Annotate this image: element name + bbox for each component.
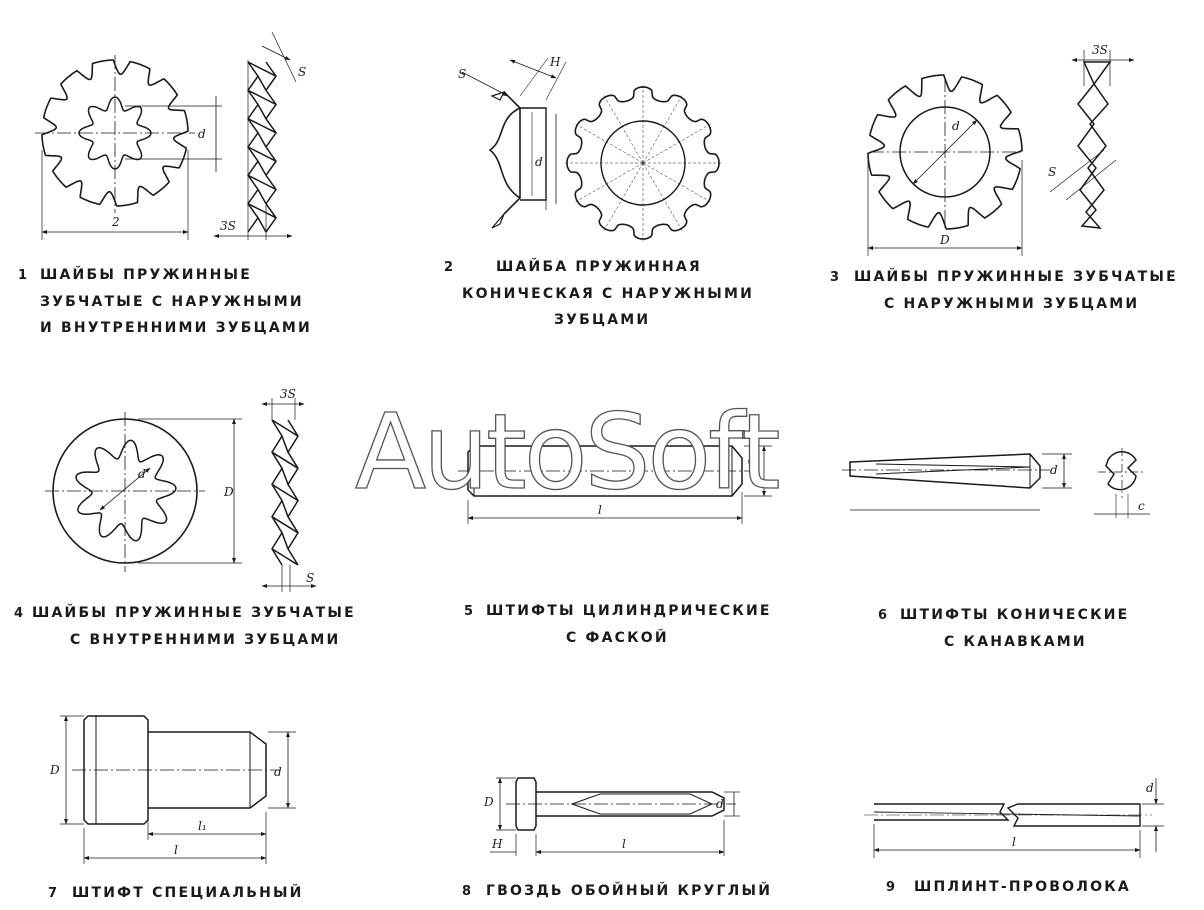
figure-number: 3 [830, 270, 840, 285]
dim-label: S [1048, 165, 1056, 179]
dim-label: 2 [111, 215, 120, 229]
caption-line: КОНИЧЕСКАЯ С НАРУЖНЫМИ [462, 286, 755, 302]
figure-number: 4 [14, 606, 24, 621]
caption-line: ШАЙБЫ ПРУЖИННЫЕ ЗУБЧАТЫЕ [854, 269, 1178, 285]
caption-figure-1: 1 ШАЙБЫ ПРУЖИННЫЕ ЗУБЧАТЫЕ С НАРУЖНЫМИ И … [18, 262, 312, 341]
dim-label: D [223, 485, 234, 499]
figure-number: 1 [18, 268, 28, 283]
figure-number: 6 [878, 608, 888, 623]
caption-line: И ВНУТРЕННИМИ ЗУБЦАМИ [40, 320, 312, 336]
caption-line: ШПЛИНТ-ПРОВОЛОКА [914, 879, 1131, 895]
caption-figure-9: 9 ШПЛИНТ-ПРОВОЛОКА [886, 874, 1131, 901]
figure-number: 9 [886, 880, 896, 895]
center-ray [642, 162, 684, 233]
figure-2-conical-washer-section [461, 57, 567, 229]
dim-label: l [1012, 835, 1016, 849]
caption-line: ШТИФТЫ КОНИЧЕСКИЕ [900, 607, 1130, 623]
figure-2-conical-washer-front [563, 83, 723, 243]
figure-4-washer-front [45, 412, 242, 572]
dim-label: 3S [1092, 43, 1108, 57]
figure-9-split-pin-wire [864, 778, 1164, 858]
caption-figure-7: 7 ШТИФТ СПЕЦИАЛЬНЫЙ [48, 880, 304, 907]
dim-label: D [49, 763, 60, 777]
figure-number: 8 [462, 884, 472, 899]
dim-label: S [298, 65, 306, 79]
caption-line: ГВОЗДЬ ОБОЙНЫЙ КРУГЛЫЙ [486, 883, 773, 899]
figure-8-upholstery-nail [490, 777, 740, 856]
caption-line: С ФАСКОЙ [566, 630, 669, 646]
dim-label: 3S [280, 387, 296, 401]
caption-figure-6: 6 ШТИФТЫ КОНИЧЕСКИЕ С КАНАВКАМИ [878, 602, 1129, 655]
center-ray [573, 122, 644, 164]
figure-6-pin-cross-section [1094, 448, 1150, 518]
caption-line: ШАЙБА ПРУЖИННАЯ [496, 259, 702, 275]
watermark: AutoSoft [354, 391, 781, 513]
figure-5-cylindrical-pin [458, 445, 772, 524]
center-ray [642, 93, 684, 164]
dim-label: H [549, 55, 561, 69]
dim-label: 3S [220, 219, 236, 233]
dim-label: S [306, 571, 314, 585]
figure-3-washer-section [1049, 50, 1135, 229]
caption-line: ШАЙБЫ ПРУЖИННЫЕ ЗУБЧАТЫЕ [32, 605, 356, 621]
caption-line: ШТИФТ СПЕЦИАЛЬНЫЙ [72, 885, 304, 901]
caption-line: С НАРУЖНЫМИ ЗУБЦАМИ [884, 296, 1140, 312]
dim-label: d [952, 119, 960, 133]
dim-label: l [622, 837, 626, 851]
figure-number: 5 [464, 604, 474, 619]
dim-label: d [535, 155, 543, 169]
center-ray [602, 93, 644, 164]
center-ray [602, 162, 644, 233]
caption-figure-3: 3 ШАЙБЫ ПРУЖИННЫЕ ЗУБЧАТЫЕ С НАРУЖНЫМИ ЗУ… [830, 264, 1178, 317]
figure-7-special-pin [60, 715, 296, 864]
dim-label: d [198, 127, 206, 141]
figure-3-washer-front [867, 74, 1023, 256]
dim-label: d [1050, 463, 1058, 477]
dim-label: l₁ [198, 819, 207, 833]
figure-1-washer-front [35, 55, 222, 240]
caption-line: ЗУБЧАТЫЕ С НАРУЖНЫМИ [40, 294, 304, 310]
center-ray [642, 122, 713, 164]
caption-line: ЗУБЦАМИ [554, 312, 651, 328]
center-ray [573, 162, 644, 204]
dim-label: l [598, 503, 602, 517]
dim-label: l [174, 843, 178, 857]
dim-label: d [1146, 781, 1154, 795]
dim-label: c [1138, 499, 1145, 513]
caption-line: ШАЙБЫ ПРУЖИННЫЕ [40, 267, 253, 283]
caption-line: ШТИФТЫ ЦИЛИНДРИЧЕСКИЕ [486, 603, 772, 619]
dim-label: d [274, 765, 282, 779]
dim-label: S [458, 67, 466, 81]
figure-number: 7 [48, 886, 58, 901]
dim-label: d [138, 467, 146, 481]
dim-label: D [939, 233, 950, 247]
caption-line: С ВНУТРЕННИМИ ЗУБЦАМИ [70, 632, 341, 648]
figure-1-washer-section [213, 31, 297, 240]
dim-label: H [491, 837, 503, 851]
figure-4-washer-section [261, 398, 317, 592]
center-ray [642, 162, 713, 204]
figure-6-grooved-taper-pin [842, 453, 1072, 511]
dimension-labels: d 2 3S S S H d d D 3S S d D 3S S d l d c… [49, 43, 1154, 857]
dim-label: d [716, 797, 724, 811]
caption-figure-4: 4 ШАЙБЫ ПРУЖИННЫЕ ЗУБЧАТЫЕ С ВНУТРЕННИМИ … [14, 600, 356, 653]
caption-line: С КАНАВКАМИ [944, 634, 1087, 650]
caption-figure-5: 5 ШТИФТЫ ЦИЛИНДРИЧЕСКИЕ С ФАСКОЙ [464, 598, 772, 651]
dim-label: D [483, 795, 494, 809]
caption-figure-8: 8 ГВОЗДЬ ОБОЙНЫЙ КРУГЛЫЙ [462, 878, 772, 905]
dim-label: d [748, 453, 756, 467]
figure-number: 2 [444, 260, 454, 275]
